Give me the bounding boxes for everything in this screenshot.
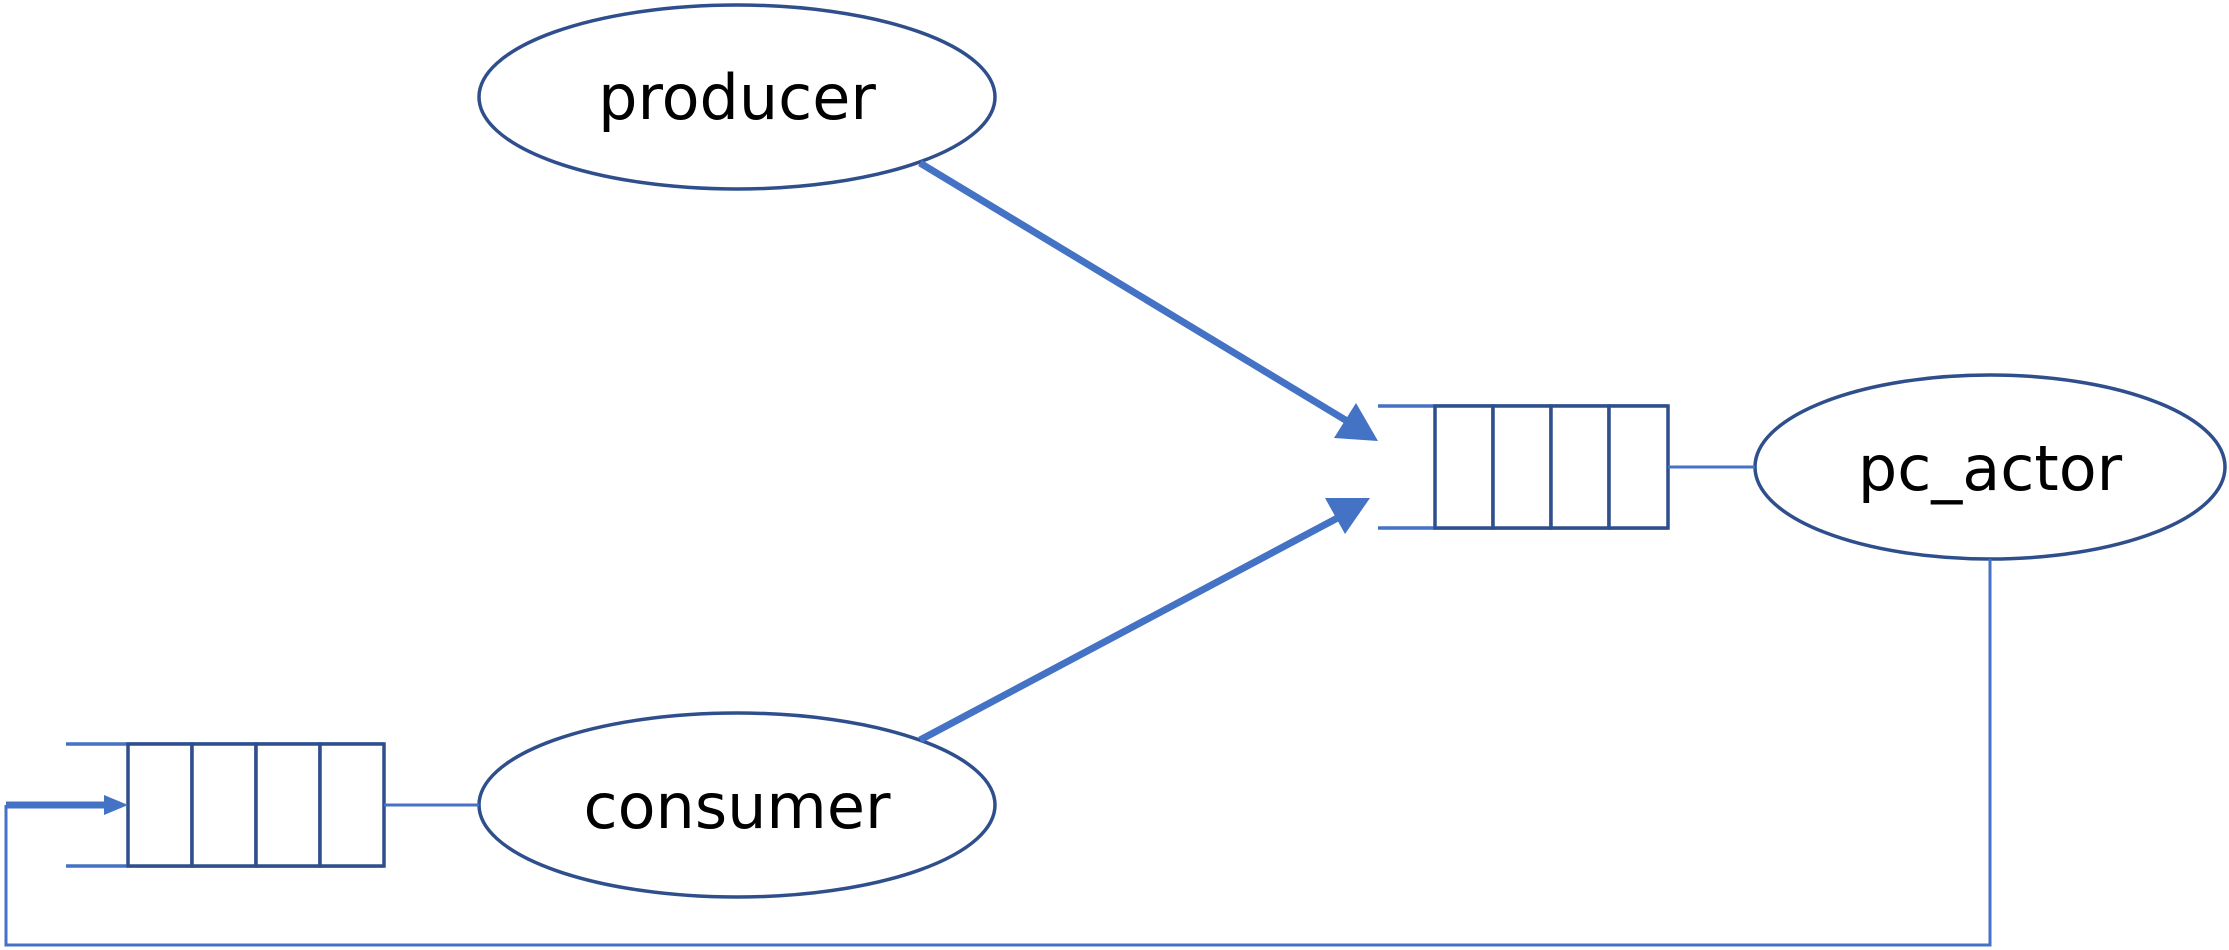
- queue-slot: [1433, 404, 1495, 530]
- queue-slot: [1549, 404, 1611, 530]
- queue-slot: [1491, 404, 1553, 530]
- pc-actor-label: pc_actor: [1858, 432, 2123, 505]
- arrow-line: [918, 160, 1354, 427]
- consumer-queue: [66, 742, 386, 868]
- arrow-head-icon: [1334, 403, 1378, 441]
- pc-actor-to-consumer-queue-arrow: [4, 559, 1992, 947]
- consumer-to-queue-arrow: [918, 498, 1370, 744]
- consumer-node: consumer: [477, 711, 997, 899]
- queue-slot: [126, 742, 194, 868]
- queue-slot: [254, 742, 322, 868]
- pc-actor-queue: [1378, 404, 1670, 530]
- arrow-head-icon: [104, 795, 128, 815]
- arrow-head-icon: [1325, 498, 1370, 534]
- producer-ellipse: [477, 3, 997, 191]
- queue-slot: [318, 742, 386, 868]
- producer-node: producer: [477, 3, 997, 191]
- producer-label: producer: [598, 61, 876, 134]
- consumer-label: consumer: [584, 770, 891, 843]
- return-path: [4, 559, 1992, 947]
- queue-slot: [1607, 404, 1670, 530]
- producer-to-queue-arrow: [918, 160, 1378, 441]
- queue-slot: [190, 742, 258, 868]
- arrow-line: [918, 510, 1347, 744]
- pc-actor-node: pc_actor: [1753, 373, 2227, 561]
